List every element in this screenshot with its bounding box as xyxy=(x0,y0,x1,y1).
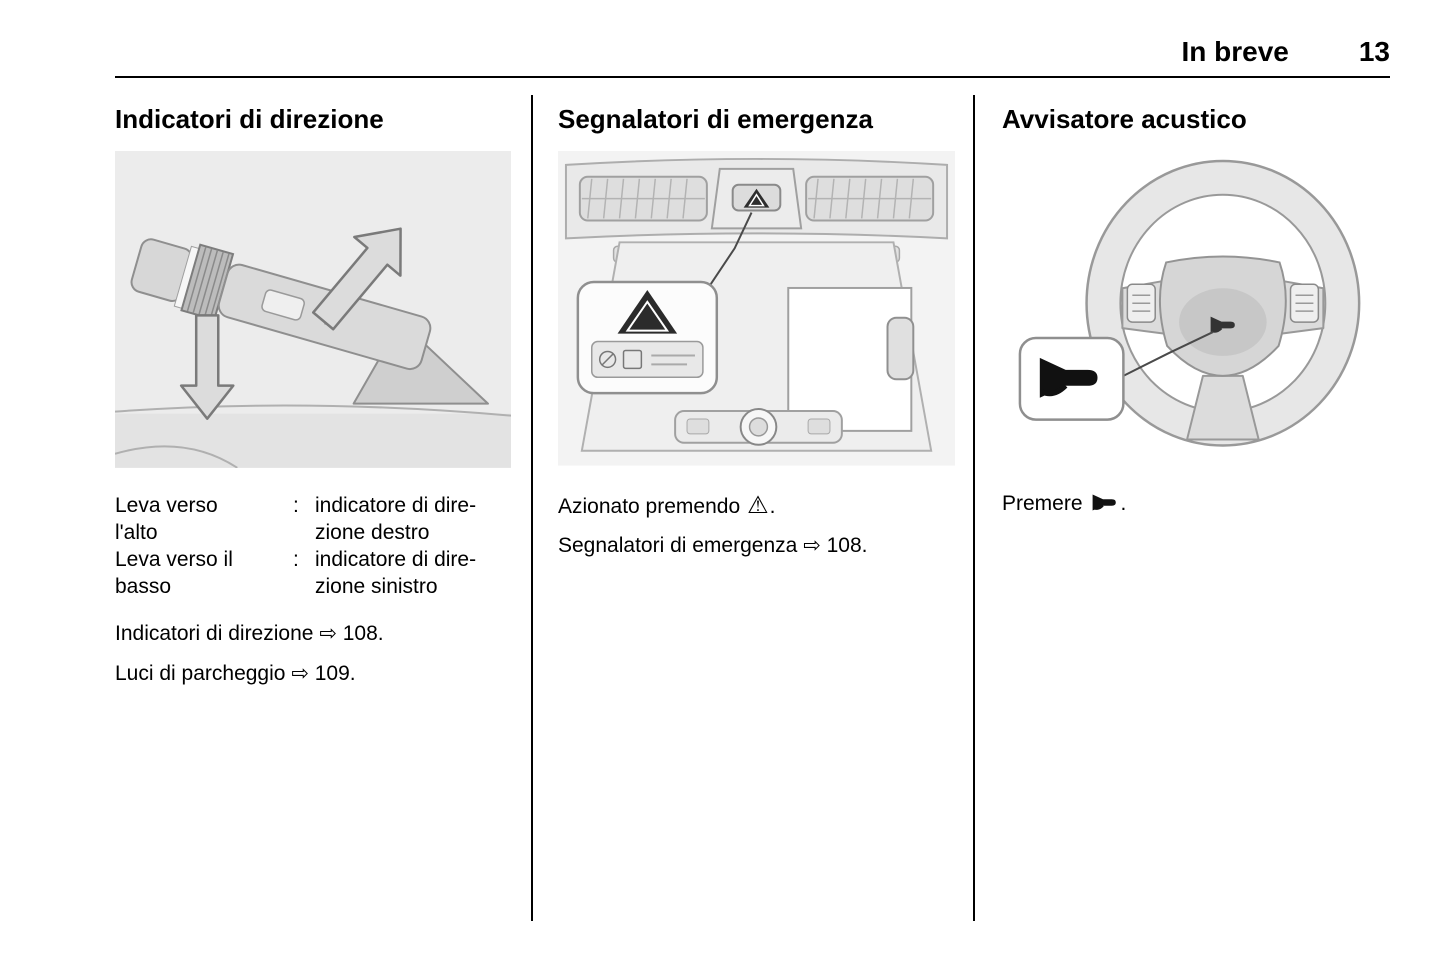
center-console-illustration xyxy=(558,151,955,466)
dashboard-edge-line xyxy=(115,404,511,417)
horn-icon xyxy=(1092,494,1116,511)
dashboard-curve-line xyxy=(115,445,238,468)
hazard-warning-icon: ⚠ xyxy=(747,491,769,519)
hazard-button xyxy=(731,183,782,212)
steering-wheel-illustration xyxy=(1002,151,1390,455)
term-line: Leva verso xyxy=(115,493,218,517)
horn-figure xyxy=(1002,151,1390,455)
cross-reference: Luci di parcheggio ⇨ 109. xyxy=(115,661,356,685)
colon: : xyxy=(293,547,299,571)
right-side-control xyxy=(886,316,915,381)
sentence-period: . xyxy=(1120,492,1127,516)
definition-line: zione sinistro xyxy=(315,574,438,598)
up-arrow xyxy=(312,227,402,331)
stalk-button xyxy=(261,289,305,321)
left-spoke-buttons xyxy=(1126,283,1156,323)
dashboard-surface xyxy=(115,413,511,468)
turn-signal-figure xyxy=(115,151,511,468)
columns: Indicatori di direzione xyxy=(115,95,1390,921)
term-line: basso xyxy=(115,574,172,598)
definition-row: Leva verso l'alto : indicatore di dire- … xyxy=(115,492,511,546)
horn-instruction: Premere. xyxy=(1002,490,1390,518)
knurl-lines xyxy=(186,247,230,318)
column-hazard-flashers: Segnalatori di emergenza xyxy=(531,95,973,921)
definition-line: zione destro xyxy=(315,520,430,544)
callout-subpanel xyxy=(591,340,704,379)
cross-reference: Indicatori di direzione ⇨ 108. xyxy=(115,621,384,645)
down-arrow xyxy=(179,314,235,420)
callout-leader-line xyxy=(706,212,753,291)
column-horn: Avvisatore acustico xyxy=(973,95,1390,921)
term-line: Leva verso il xyxy=(115,547,233,571)
left-air-vent xyxy=(578,175,708,222)
definition-line: indicatore di dire- xyxy=(315,547,477,571)
hazard-button-callout xyxy=(576,280,719,395)
instruction-text: Premere xyxy=(1002,492,1083,516)
sentence-period: . xyxy=(769,494,776,518)
definition-line: indicatore di dire- xyxy=(315,493,477,517)
column-title: Avvisatore acustico xyxy=(1002,104,1247,134)
column-turn-signals: Indicatori di direzione xyxy=(115,95,531,921)
turn-signal-stalk xyxy=(130,238,432,371)
hazard-flasher-figure xyxy=(558,151,955,466)
horn-icon xyxy=(1039,357,1098,398)
section-title: In breve xyxy=(1181,36,1289,67)
cross-references: Indicatori di direzione ⇨ 108. Luci di p… xyxy=(115,620,511,687)
column-title: Indicatori di direzione xyxy=(115,104,384,134)
colon: : xyxy=(293,493,299,517)
bottom-control-panel xyxy=(674,408,843,446)
horn-mark-on-pad xyxy=(1210,316,1235,334)
right-spoke-buttons xyxy=(1289,283,1320,323)
cross-reference: Segnalatori di emergenza ⇨ 108. xyxy=(558,533,868,557)
instruction-text: Azionato premendo xyxy=(558,494,741,518)
definition: indicatore di dire- zione destro xyxy=(315,492,511,546)
term: Leva verso l'alto xyxy=(115,492,293,546)
page-header: In breve 13 xyxy=(115,36,1390,68)
definition-row: Leva verso il basso : indicatore di dire… xyxy=(115,546,511,600)
definition-table: Leva verso l'alto : indicatore di dire- … xyxy=(115,492,511,600)
callout-leader-line xyxy=(1122,331,1214,377)
hazard-instruction: Azionato premendo⚠. xyxy=(558,492,955,521)
page-number: 13 xyxy=(1358,36,1390,67)
header-rule xyxy=(115,76,1390,78)
term: Leva verso il basso xyxy=(115,546,293,600)
term-line: l'alto xyxy=(115,520,158,544)
turn-signal-lever-illustration xyxy=(115,151,511,468)
steering-wheel xyxy=(1085,159,1361,447)
right-air-vent xyxy=(805,175,935,222)
horn-callout xyxy=(1018,336,1125,421)
column-title: Segnalatori di emergenza xyxy=(558,104,873,134)
definition: indicatore di dire- zione sinistro xyxy=(315,546,511,600)
